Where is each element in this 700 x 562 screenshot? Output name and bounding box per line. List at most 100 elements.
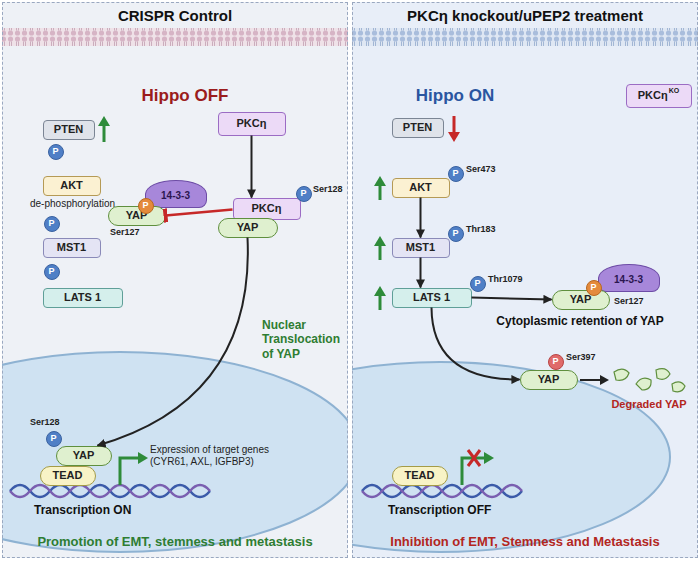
down-arrow [453,116,456,134]
arrow-connector [251,136,253,198]
phospho-circle: P [448,166,464,182]
up-arrow [374,236,386,246]
node-label: YAP [538,374,560,385]
phospho-circle: P [296,186,312,202]
blocked-transcription-arrow [462,458,486,485]
annotation-text: Thr1079 [488,274,538,285]
protein-pill: YAP [218,218,278,238]
dna-strand [10,485,210,497]
annotation-text: Inhibition of EMT, Stemness and Metastas… [355,534,695,550]
node-label: P [474,279,480,288]
arrow-connector [420,198,422,238]
protein-blob: 14-3-3 [145,180,207,208]
degradation-arrow [600,375,609,385]
yap-fragment [614,369,629,380]
protein-box: MST1 [43,238,101,258]
node-label: AKT [409,182,432,193]
up-arrow [103,124,106,142]
node-label: MST1 [406,242,435,253]
node-label: YAP [570,294,592,305]
annotation-text: Hippo OFF [130,86,240,106]
protein-pill: TEAD [392,466,448,486]
node-label: P [48,267,54,276]
node-label: P [590,283,596,292]
protein-box: LATS 1 [43,288,123,308]
node-label: TEAD [53,470,83,481]
annotation-text: Ser127 [614,296,664,307]
node-label: P [452,169,458,178]
node-label: P [52,147,58,156]
annotation-text: Degraded YAP [604,398,694,411]
annotation-text: Expression of target genes (CYR61, AXL, … [150,444,290,468]
phospho-circle: P [46,431,62,447]
node-label: LATS 1 [413,292,450,303]
annotation-text: Thr183 [466,224,516,235]
protein-box: PTEN [43,120,95,140]
panel: PKCη knockout/uPEP2 treatmentPKCηKOPTENA… [352,2,698,558]
protein-pill: YAP [108,206,166,226]
dna-strand [362,485,522,497]
transcription-arrow [120,458,140,485]
node-label: PKCη [252,203,282,214]
protein-box: PTEN [392,118,444,138]
node-label: P [50,434,56,443]
yap-fragment [636,378,651,390]
protein-box: PKCηKO [626,84,692,108]
protein-pill: YAP [552,290,610,310]
protein-box: PKCη [233,198,301,220]
up-arrow [98,116,110,126]
node-label: TEAD [405,470,435,481]
up-arrow [374,176,386,186]
node-label: AKT [60,180,83,191]
node-label: P [452,229,458,238]
annotation-text: Ser128 [313,184,353,195]
node-label: 14-3-3 [614,275,643,285]
panel: CRISPR ControlPTENPAKTPMST1PLATS 1PKCη14… [2,2,348,558]
node-label: P [552,357,558,366]
dna-strand [10,485,210,497]
protein-pill: YAP [56,446,112,466]
phospho-circle: P [138,198,154,214]
annotation-text: Hippo ON [400,86,510,106]
protein-box: LATS 1 [392,288,472,308]
degradation-arrow [580,379,601,381]
node-label: P [300,189,306,198]
protein-pill: YAP [520,370,578,390]
membrane [2,28,348,46]
nucleus [352,362,670,552]
down-arrow [448,132,460,142]
node-label: PTEN [403,122,432,133]
annotation-text: Nuclear Translocation of YAP [262,318,348,361]
blocked-transcription-arrow [484,452,494,464]
node-label: 14-3-3 [161,191,190,201]
annotation-text: Cytoplasmic retention of YAP [470,314,690,328]
protein-box: AKT [43,176,101,196]
block-cross [468,450,480,466]
panel-heading: CRISPR Control [3,7,347,24]
node-label: YAP [237,222,259,233]
phospho-circle: P [448,226,464,242]
annotation-text: Ser397 [566,352,616,363]
phospho-circle: P [48,144,64,160]
protein-blob: 14-3-3 [598,264,660,292]
phospho-circle: P [586,280,602,296]
phospho-circle: P [470,276,486,292]
node-label: P [142,201,148,210]
annotation-text: Ser127 [110,227,160,238]
yap-fragment [656,369,670,380]
arrow-connector [98,238,248,446]
membrane [352,28,698,46]
protein-box: AKT [392,178,450,198]
phospho-circle: P [44,264,60,280]
protein-box: PKCη [218,112,286,136]
phospho-circle: P [44,216,60,232]
protein-box: MST1 [392,238,450,258]
annotation-text: Transcription OFF [388,503,518,517]
node-label: PTEN [54,124,83,135]
inhibition-connector [166,210,233,216]
protein-pill: TEAD [40,466,96,486]
node-label: YAP [73,450,95,461]
yap-fragment [672,382,685,392]
arrow-connector [472,298,552,300]
